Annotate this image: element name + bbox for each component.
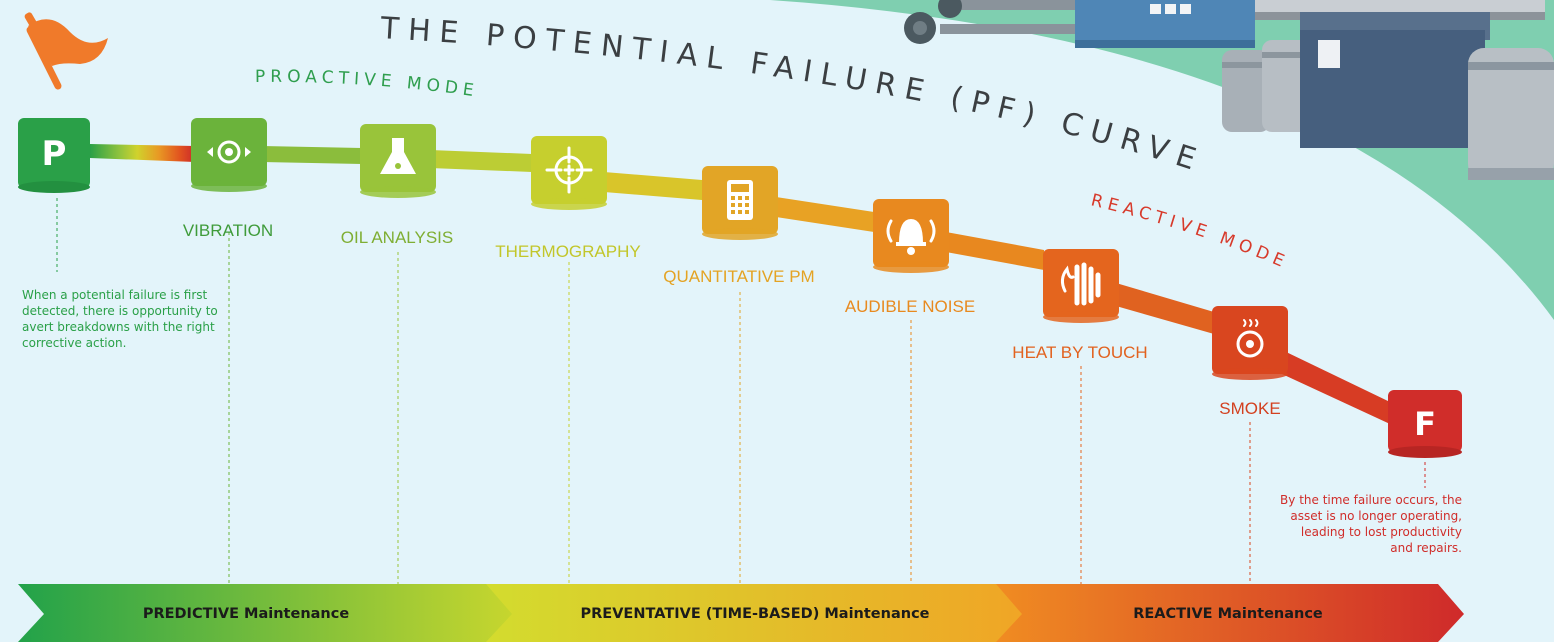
bell-icon xyxy=(886,219,936,255)
band-label-reactive: REACTIVE Maintenance xyxy=(1133,606,1323,622)
stage-node-3 xyxy=(531,136,607,210)
reactive-mode-label: REACTIVE MODE xyxy=(1089,190,1292,273)
pf-curve-connectors xyxy=(90,144,1390,424)
stage-node-1 xyxy=(191,118,267,192)
start-note: When a potential failure is first detect… xyxy=(22,288,218,350)
stage-node-5 xyxy=(873,199,949,273)
proactive-mode-label: PROACTIVE MODE xyxy=(255,67,480,102)
stage-label-heat-by-touch: HEAT BY TOUCH xyxy=(1012,343,1148,362)
stage-label-oil-analysis: OIL ANALYSIS xyxy=(340,228,454,247)
stage-node-2 xyxy=(360,124,436,198)
stage-label-vibration: VIBRATION xyxy=(182,221,274,240)
flask-icon xyxy=(380,138,416,174)
end-node-f: F xyxy=(1388,390,1462,458)
stage-label-thermography: THERMOGRAPHY xyxy=(495,242,641,261)
end-marker-letter: F xyxy=(1414,405,1436,443)
band-label-preventative: PREVENTATIVE (TIME-BASED) Maintenance xyxy=(580,606,930,622)
band-reactive xyxy=(996,584,1464,642)
hand-heat-icon xyxy=(1060,262,1101,306)
end-note: By the time failure occurs, the asset is… xyxy=(1280,493,1462,555)
stage-label-smoke: SMOKE xyxy=(1219,399,1281,418)
start-marker-letter: P xyxy=(42,134,67,174)
start-node-p: P xyxy=(18,118,90,193)
band-preventative xyxy=(486,584,1024,642)
flag-icon xyxy=(24,12,108,90)
stage-node-4 xyxy=(702,166,778,240)
stage-label-quantitative-pm: QUANTITATIVE PM xyxy=(663,267,815,286)
stage-nodes xyxy=(191,118,1288,380)
maintenance-bands xyxy=(18,584,1464,642)
calculator-icon xyxy=(727,180,753,220)
band-predictive xyxy=(18,584,514,642)
smoke-icon xyxy=(1236,319,1264,358)
stage-node-7 xyxy=(1212,306,1288,380)
guide-lines xyxy=(56,198,1426,584)
vibration-icon xyxy=(207,140,251,164)
industrial-plant-illustration xyxy=(904,0,1554,180)
stage-label-audible-noise: AUDIBLE NOISE xyxy=(844,297,976,316)
band-label-predictive: PREDICTIVE Maintenance xyxy=(142,606,350,622)
stage-node-6 xyxy=(1043,249,1119,323)
crosshair-icon xyxy=(545,146,593,194)
